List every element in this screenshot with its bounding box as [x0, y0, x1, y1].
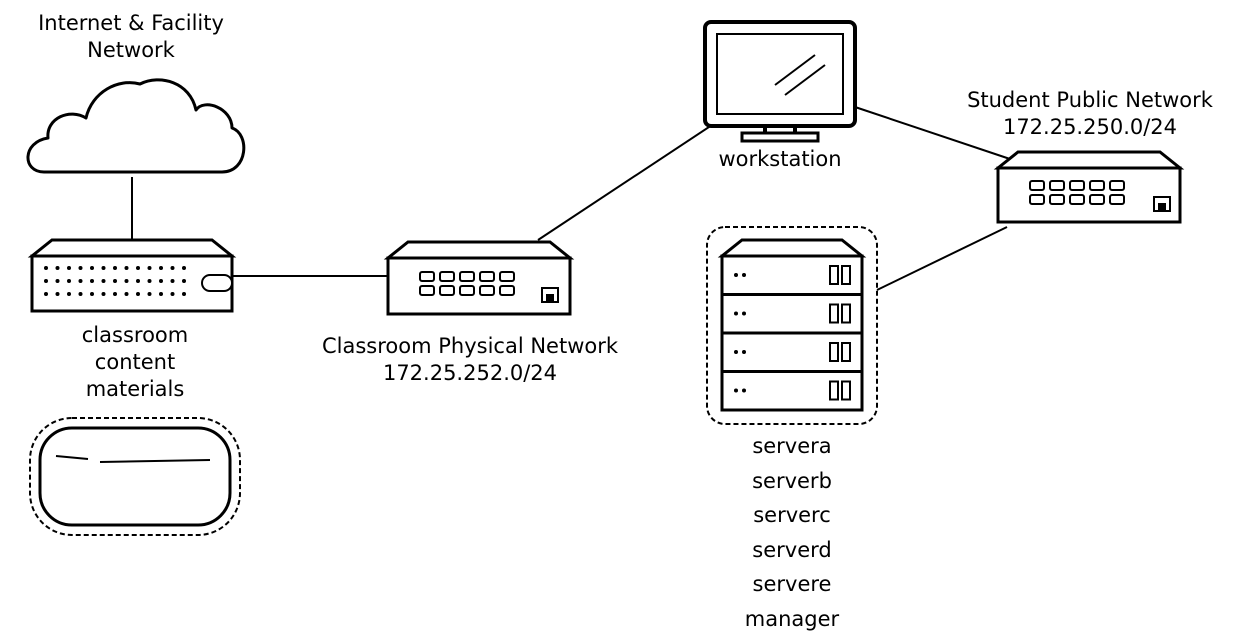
- switch-port: [420, 286, 434, 295]
- switch-port: [1030, 195, 1044, 204]
- router-port-dot: [79, 266, 83, 270]
- router-port-dot: [56, 266, 60, 270]
- server-name: serverd: [712, 533, 872, 568]
- switch-port: [1050, 181, 1064, 190]
- router-port-dot: [182, 266, 186, 270]
- router-port-dot: [148, 292, 152, 296]
- router-port-dot: [67, 266, 71, 270]
- router-port-dot: [56, 279, 60, 283]
- router-port-dot: [102, 266, 106, 270]
- router-port-dot: [182, 279, 186, 283]
- router-port-dot: [148, 279, 152, 283]
- internet-network-label: Internet & Facility Network: [0, 10, 262, 64]
- router-port-dot: [90, 279, 94, 283]
- router-port-dot: [125, 279, 129, 283]
- switch-port: [440, 272, 454, 281]
- switch-icon: [388, 242, 570, 314]
- link-student-switch-servers: [877, 227, 1007, 290]
- router-port-dot: [90, 292, 94, 296]
- switch-port: [440, 286, 454, 295]
- server-name: servera: [712, 429, 872, 464]
- switch-port: [1090, 195, 1104, 204]
- router-port-dot: [44, 279, 48, 283]
- server-list: servera serverb serverc serverd servere …: [712, 429, 872, 636]
- student-network-label: Student Public Network 172.25.250.0/24: [930, 87, 1237, 141]
- classroom-content-label: classroom content materials: [30, 322, 240, 403]
- router-port-dot: [136, 266, 140, 270]
- router-icon: [32, 240, 232, 311]
- monitor-icon: [705, 22, 855, 141]
- router-port-dot: [90, 266, 94, 270]
- link-classroom-switch-workstation: [538, 125, 712, 240]
- server-rack-icon: [707, 227, 877, 424]
- router-port-dot: [182, 292, 186, 296]
- router-port-dot: [171, 279, 175, 283]
- switch-port: [480, 272, 494, 281]
- router-port-dot: [136, 279, 140, 283]
- switch-port: [1090, 181, 1104, 190]
- switch-port: [420, 272, 434, 281]
- server-name: serverb: [712, 464, 872, 499]
- connection-lines: [132, 107, 1013, 290]
- router-port-dot: [148, 266, 152, 270]
- cloud-icon: [28, 80, 244, 172]
- router-port-dot: [79, 279, 83, 283]
- switch-port: [460, 286, 474, 295]
- switch-port: [1110, 181, 1124, 190]
- router-port-dot: [56, 292, 60, 296]
- router-port-dot: [159, 279, 163, 283]
- router-port-dot: [67, 279, 71, 283]
- router-port-dot: [79, 292, 83, 296]
- switch-port: [500, 272, 514, 281]
- router-port-dot: [125, 292, 129, 296]
- router-port-dot: [102, 279, 106, 283]
- router-port-dot: [136, 292, 140, 296]
- switch-port: [1050, 195, 1064, 204]
- switch-port: [1030, 181, 1044, 190]
- router-port-dot: [171, 266, 175, 270]
- router-port-dot: [113, 279, 117, 283]
- workstation-label: workstation: [695, 146, 865, 173]
- router-port-dot: [113, 266, 117, 270]
- switch-port: [480, 286, 494, 295]
- router-port-dot: [171, 292, 175, 296]
- switch-port: [1070, 181, 1084, 190]
- switch-port: [1070, 195, 1084, 204]
- switch-icon: [998, 152, 1180, 222]
- storage-disk-icon: [30, 418, 240, 535]
- server-name: servere: [712, 567, 872, 602]
- server-name: serverc: [712, 498, 872, 533]
- router-port-dot: [159, 292, 163, 296]
- classroom-network-label: Classroom Physical Network 172.25.252.0/…: [290, 333, 650, 387]
- server-name: manager: [712, 602, 872, 636]
- router-port-dot: [67, 292, 71, 296]
- router-port-dot: [102, 292, 106, 296]
- router-port-dot: [125, 266, 129, 270]
- switch-port: [460, 272, 474, 281]
- router-port-dot: [159, 266, 163, 270]
- switch-port: [500, 286, 514, 295]
- router-port-dot: [113, 292, 117, 296]
- router-port-dot: [44, 292, 48, 296]
- switch-port: [1110, 195, 1124, 204]
- router-port-dot: [44, 266, 48, 270]
